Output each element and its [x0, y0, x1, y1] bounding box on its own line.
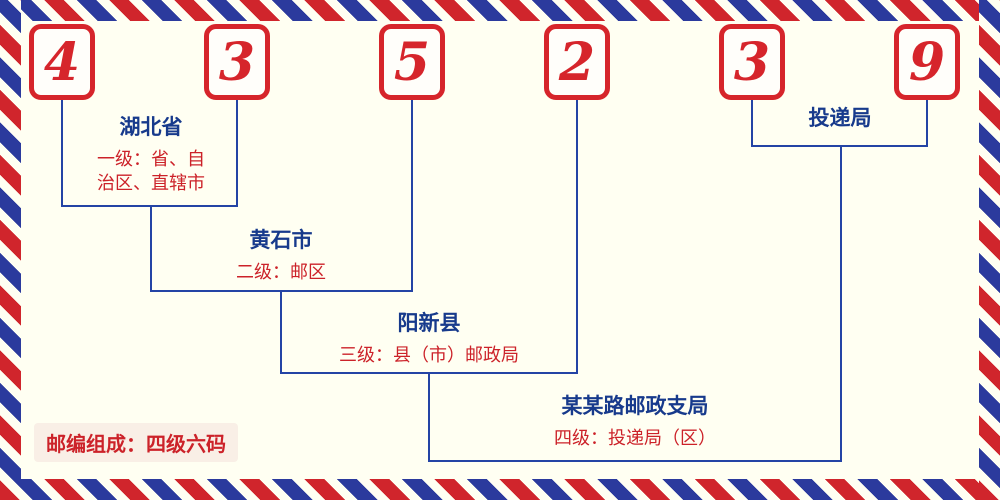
airmail-border-bottom: [0, 479, 1000, 500]
level4-left-line: [751, 100, 753, 145]
level2-description: 二级：邮区: [236, 262, 326, 283]
level4-bracket-line: [751, 145, 928, 147]
level1-description: 一级：省、自 治区、直辖市: [73, 147, 229, 196]
digit-box-5: 3: [719, 24, 785, 100]
level2-label: 黄石市 二级：邮区: [171, 228, 391, 284]
level1-region-name: 湖北省: [119, 116, 183, 139]
level3-region-name: 阳新县: [397, 312, 461, 335]
level1-desc-line2: 治区、直辖市: [97, 173, 205, 194]
level1-bottom-line: [61, 205, 238, 207]
digit-box-3: 5: [379, 24, 445, 100]
delivery-office-name: 投递局: [808, 107, 872, 130]
airmail-border-left: [0, 0, 21, 500]
digit-box-1: 4: [29, 24, 95, 100]
airmail-border-right: [979, 0, 1000, 500]
digit-box-2: 3: [204, 24, 270, 100]
level4-bottom-line: [428, 460, 842, 462]
level3-label: 阳新县 三级：县（市）邮政局: [294, 311, 564, 367]
level4-label: 某某路邮政支局 四级：投递局（区）: [500, 394, 770, 450]
level2-stub-line: [150, 207, 152, 290]
level4-description: 四级：投递局（区）: [554, 428, 716, 449]
composition-note: 邮编组成：四级六码: [34, 423, 238, 462]
level1-desc-line1: 一级：省、自: [97, 149, 205, 170]
level2-bottom-line: [150, 290, 413, 292]
level4-drop-line: [840, 147, 842, 460]
level3-bottom-line: [280, 372, 578, 374]
level3-stub-line: [280, 292, 282, 372]
delivery-office-label: 投递局: [765, 106, 915, 131]
level4-right-line: [926, 100, 928, 145]
level3-description: 三级：县（市）邮政局: [339, 345, 519, 366]
digit-box-4: 2: [544, 24, 610, 100]
level3-digit-line: [576, 100, 578, 372]
level4-stub-line: [428, 374, 430, 460]
level1-right-line: [236, 100, 238, 205]
level2-region-name: 黄石市: [249, 229, 313, 252]
level1-left-line: [61, 100, 63, 205]
digit-box-6: 9: [894, 24, 960, 100]
level1-label: 湖北省 一级：省、自 治区、直辖市: [73, 115, 229, 196]
airmail-border-top: [0, 0, 1000, 21]
level4-branch-name: 某某路邮政支局: [561, 395, 709, 418]
level2-digit-line: [411, 100, 413, 290]
